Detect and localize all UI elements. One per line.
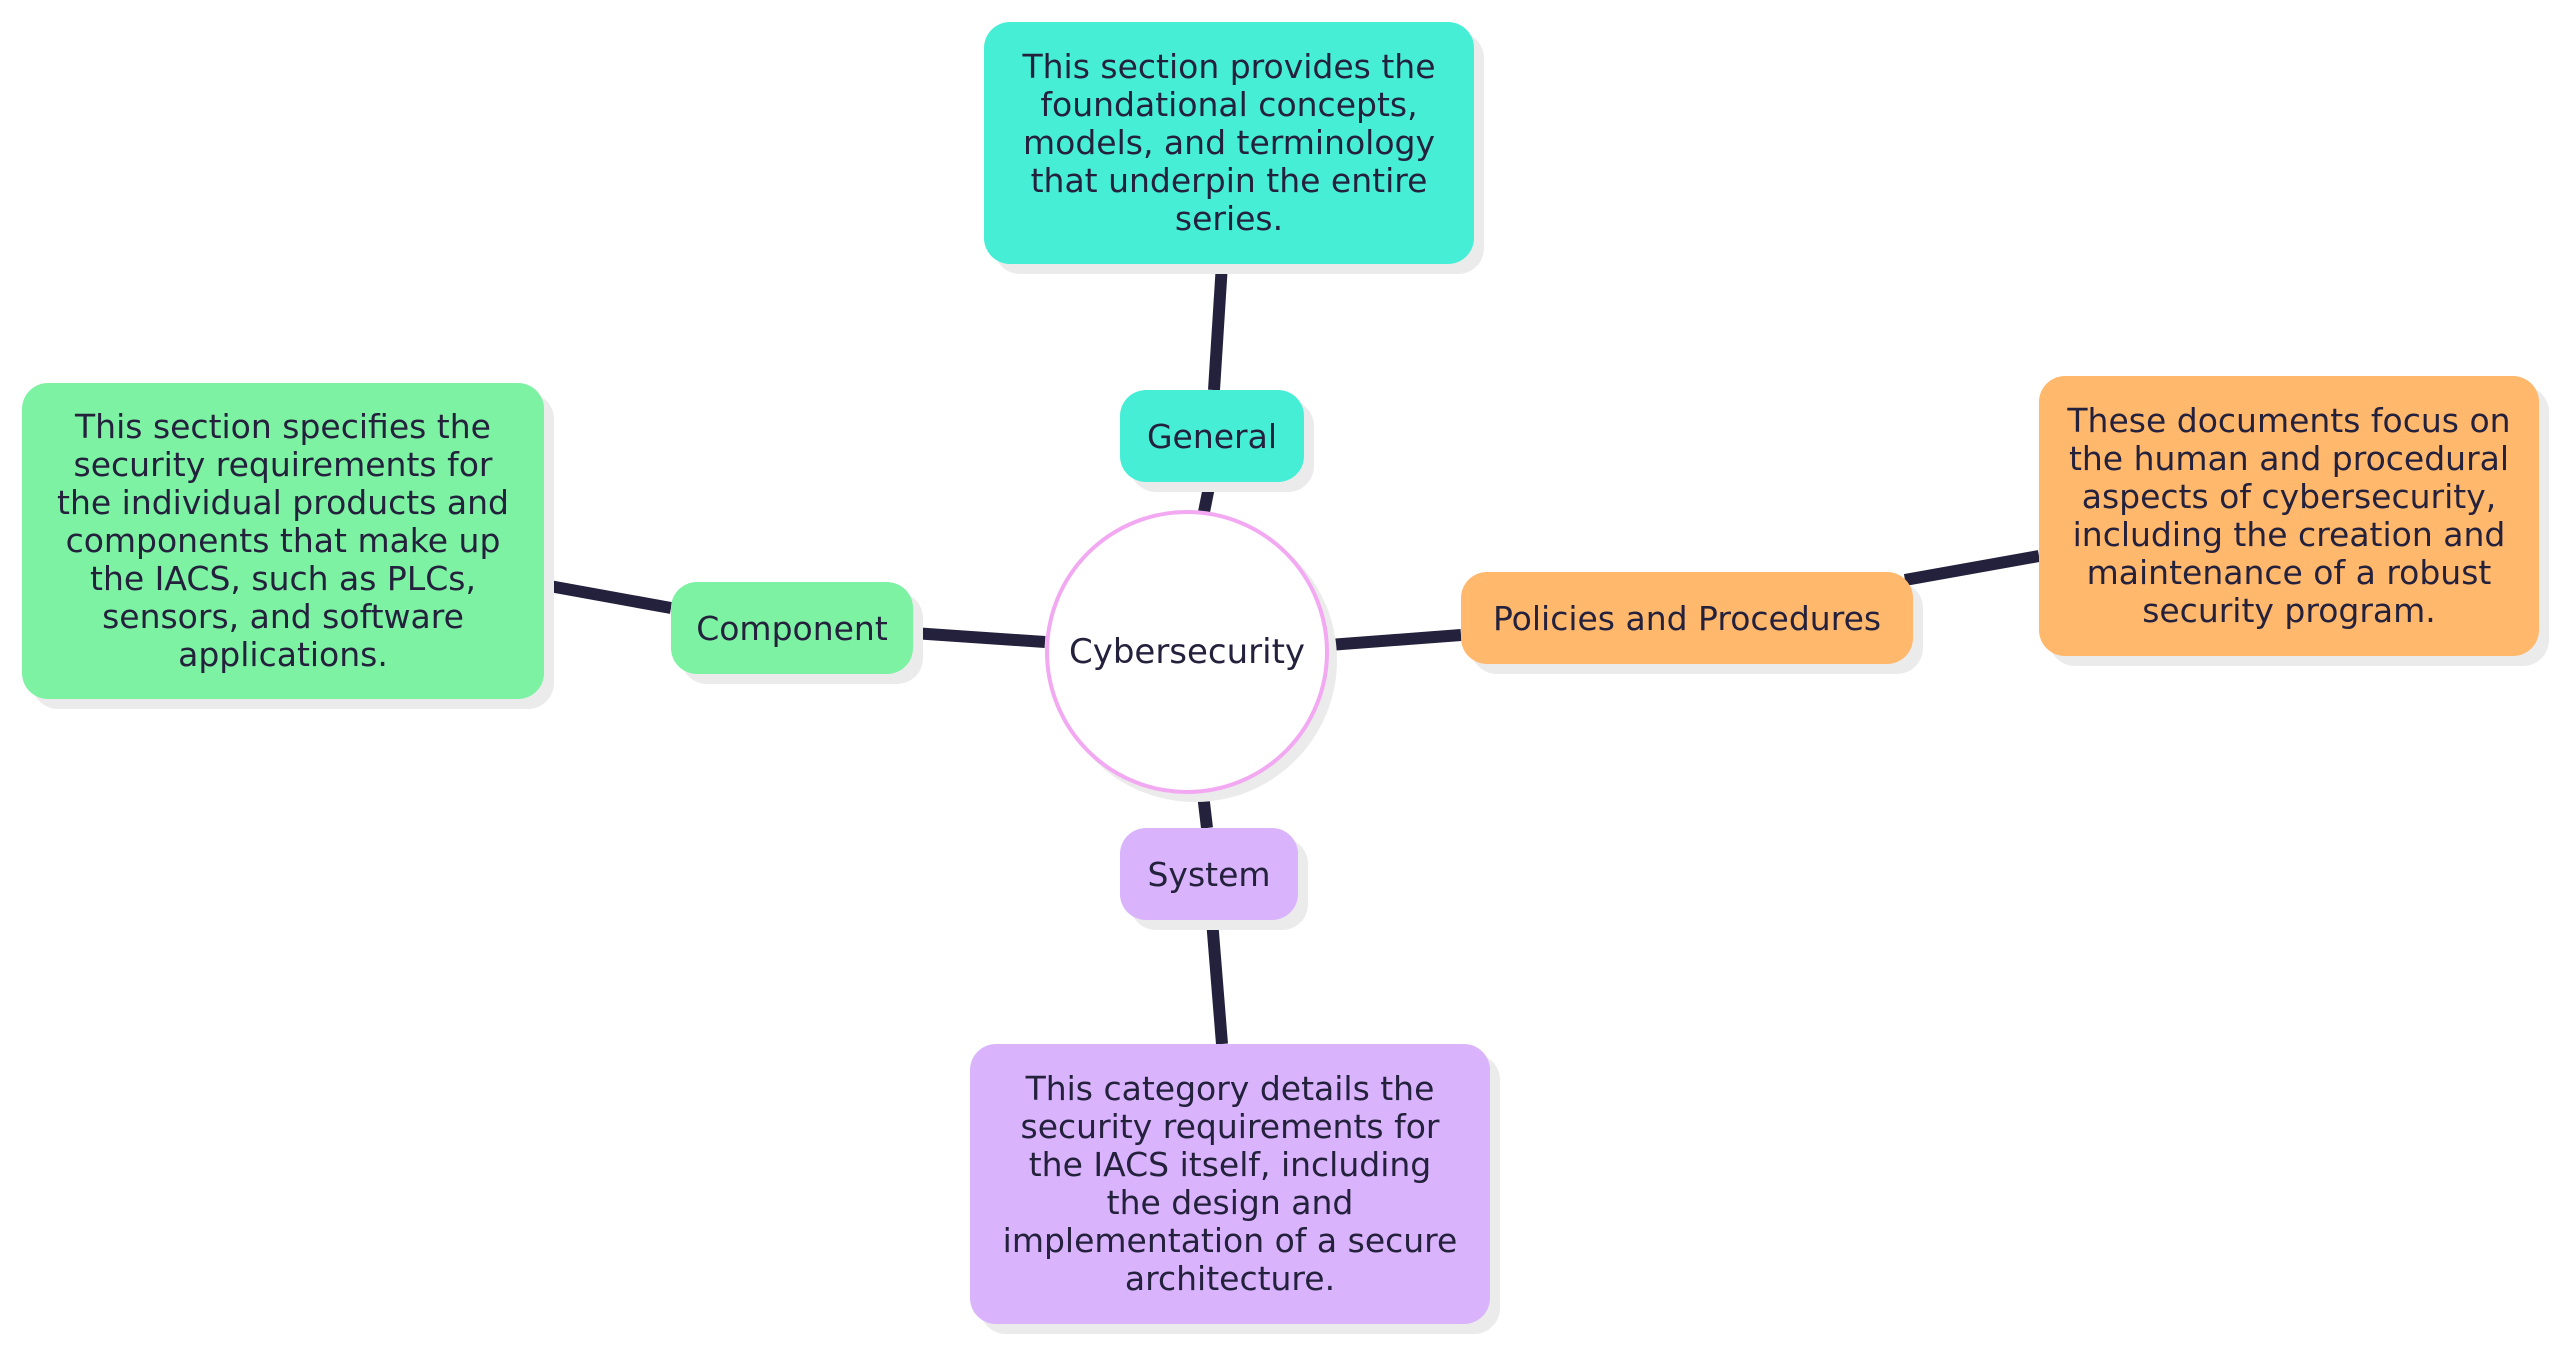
- edge-policies-description: [1903, 550, 2041, 586]
- description-text-system: This category details the security requi…: [1002, 1069, 1458, 1298]
- description-node-general[interactable]: This section provides the foundational c…: [984, 22, 1474, 264]
- description-text-general: This section provides the foundational c…: [1022, 47, 1436, 238]
- edge-component-description: [542, 579, 673, 614]
- description-node-policies[interactable]: These documents focus on the human and p…: [2039, 376, 2539, 656]
- branch-node-system[interactable]: System: [1120, 828, 1298, 920]
- description-node-system[interactable]: This category details the security requi…: [970, 1044, 1490, 1324]
- edge-center-component: [912, 627, 1046, 648]
- description-text-policies: These documents focus on the human and p…: [2067, 401, 2511, 630]
- branch-label-system: System: [1147, 854, 1271, 894]
- edge-center-policies: [1328, 629, 1462, 651]
- center-node-label: Cybersecurity: [1068, 632, 1306, 672]
- branch-node-component[interactable]: Component: [671, 582, 913, 674]
- branch-label-component: Component: [696, 608, 888, 648]
- edge-center-system: [1197, 793, 1213, 829]
- edge-system-description: [1206, 919, 1228, 1045]
- branch-node-policies-and-procedures[interactable]: Policies and Procedures: [1461, 572, 1913, 664]
- branch-label-general: General: [1146, 416, 1278, 456]
- branch-label-policies: Policies and Procedures: [1492, 598, 1882, 638]
- center-node-cybersecurity[interactable]: Cybersecurity: [1045, 510, 1329, 794]
- branch-node-general[interactable]: General: [1120, 390, 1304, 482]
- edge-general-description: [1208, 263, 1228, 391]
- edge-center-general: [1198, 480, 1216, 514]
- description-node-component[interactable]: This section specifies the security requ…: [22, 383, 544, 699]
- description-text-component: This section specifies the security requ…: [57, 407, 509, 674]
